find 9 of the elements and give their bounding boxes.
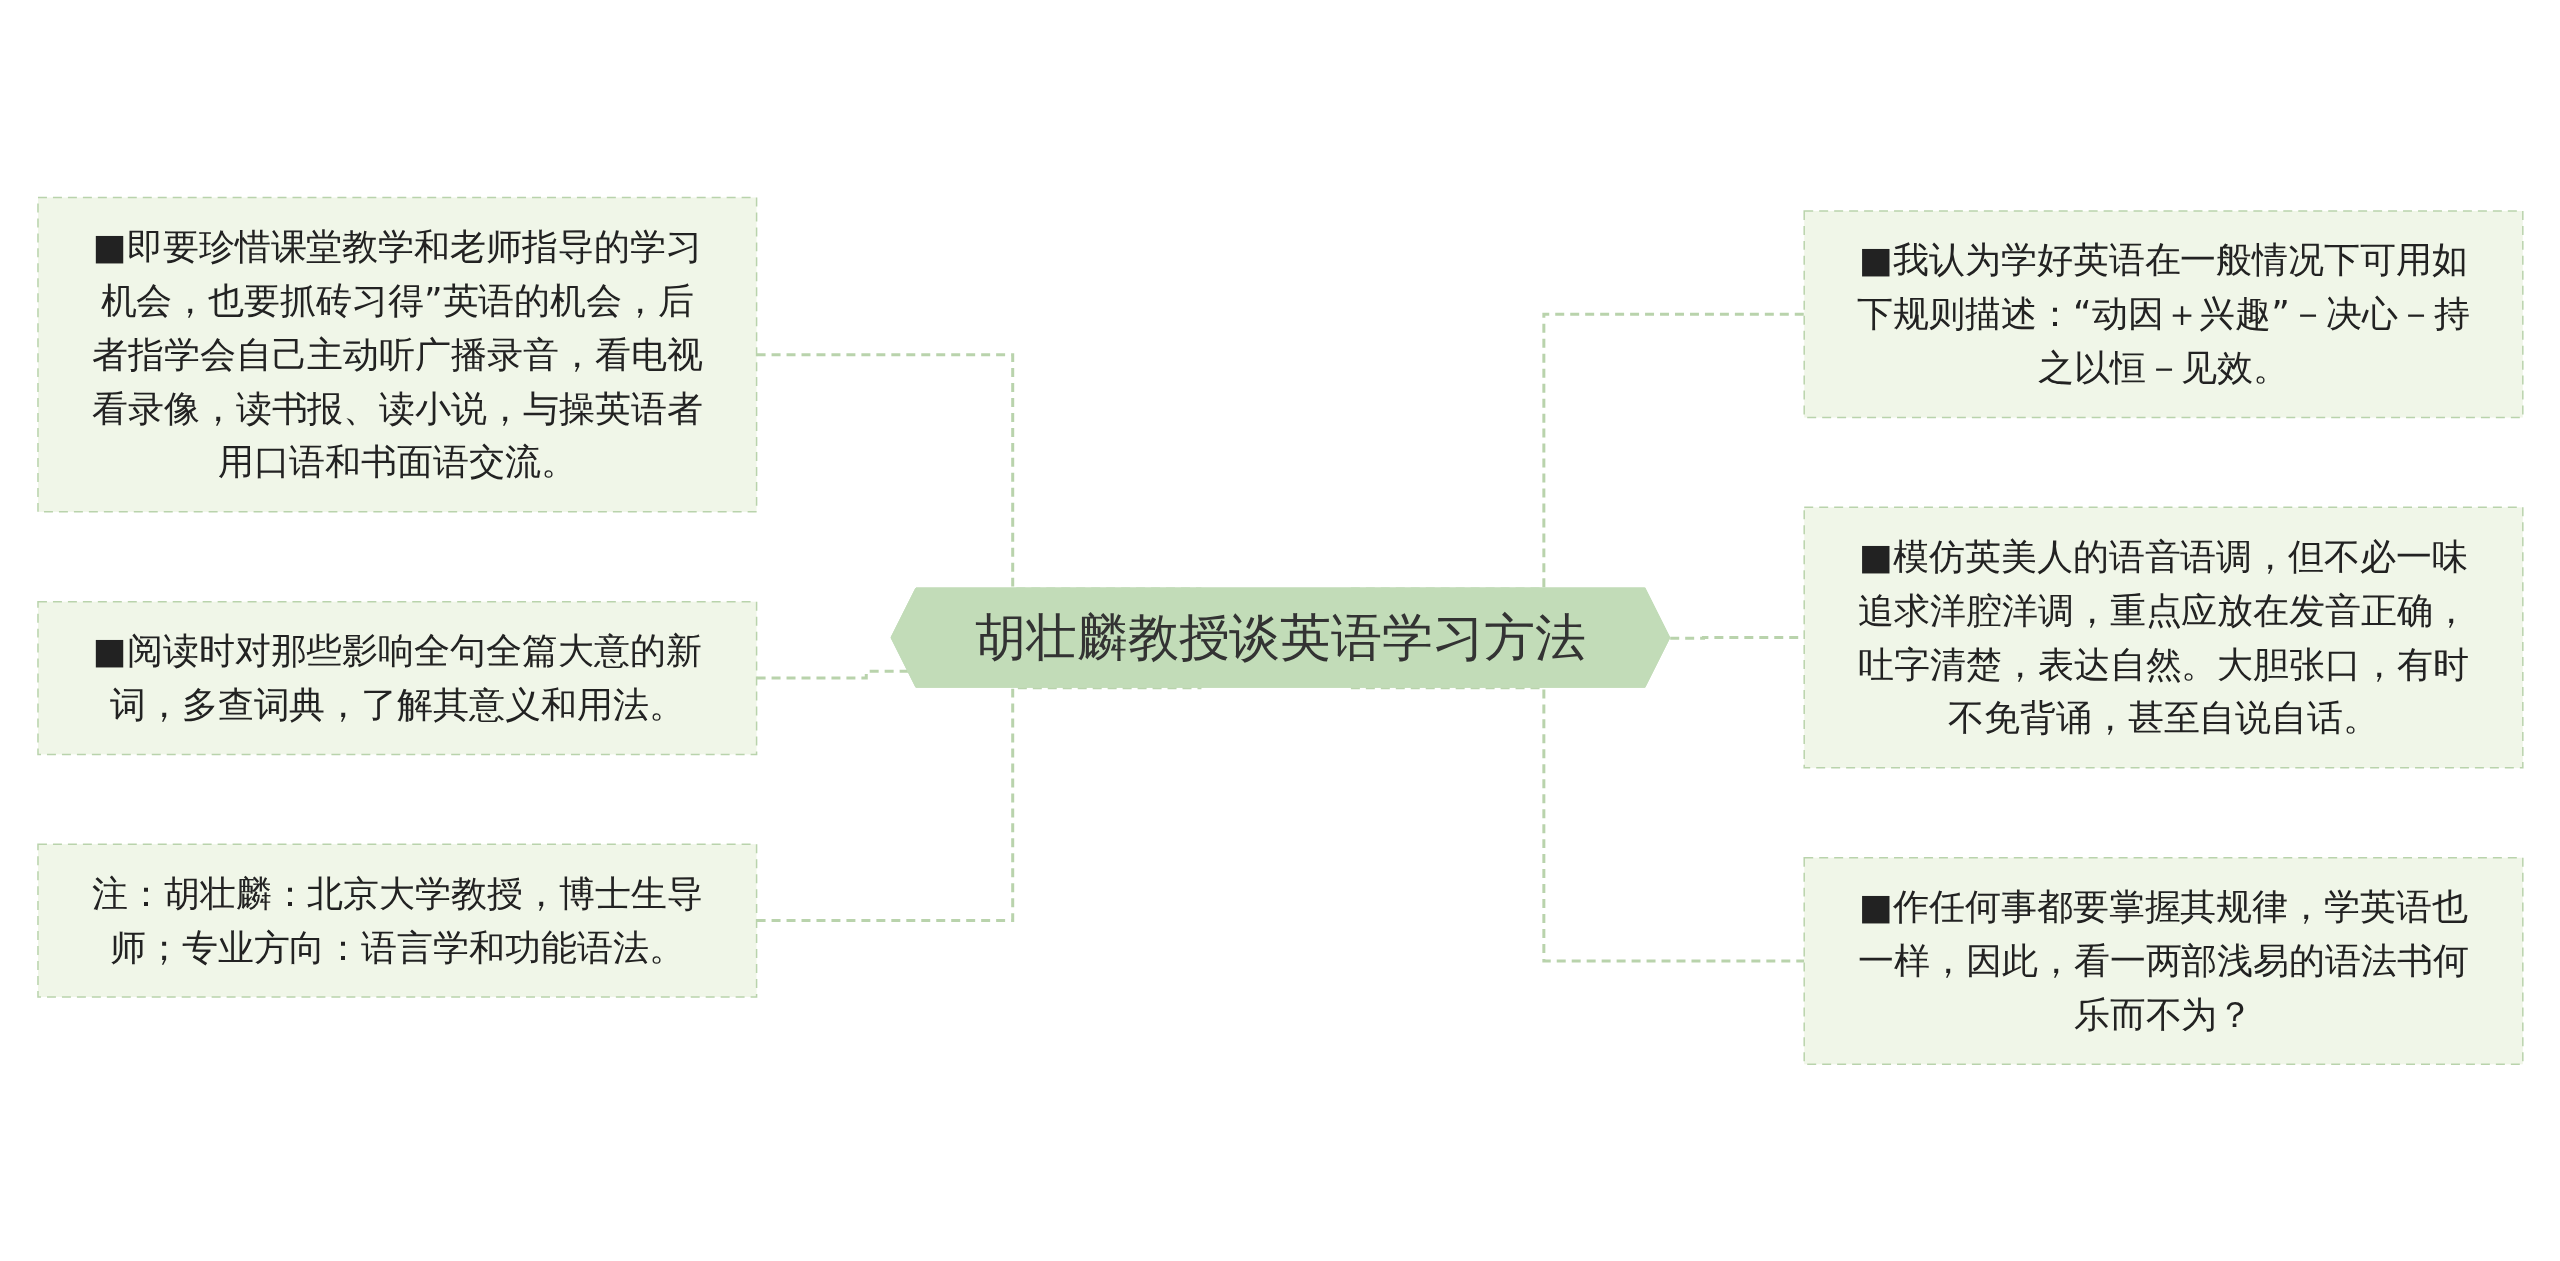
node-box: ■即要珍惜课堂教学和老师指导的学习机会，也要抓砖习得”英语的机会，后者指学会自己主动听广播录音，看电视看录像，读书报、读小说，与操英语者用口语和书面语交流。 (36, 196, 757, 513)
node-box: ■阅读时对那些影响全句全篇大意的新词，多查词典，了解其意义和用法。 (36, 600, 757, 755)
node-box: ■我认为学好英语在一般情况下可用如下规则描述：“动因＋兴趣”－决心－持之以恒－见效。 (1803, 209, 2524, 418)
node-box: ■模仿英美人的语音语调，但不必一味追求洋腔洋调，重点应放在发音正确，吐字清楚，表达自然。大胆张口，有时不免背诵，甚至自说自话。 (1803, 506, 2524, 769)
connector (756, 685, 1202, 922)
node-box: 注：胡壮麟：北京大学教授，博士生导师；专业方向：语言学和功能语法。 (36, 843, 757, 998)
node-box: ■作任何事都要掌握其规律，学英语也一样，因此，看一两部浅易的语法书何乐而不为？ (1803, 856, 2524, 1065)
connector (756, 669, 909, 680)
connector (1350, 685, 1804, 963)
